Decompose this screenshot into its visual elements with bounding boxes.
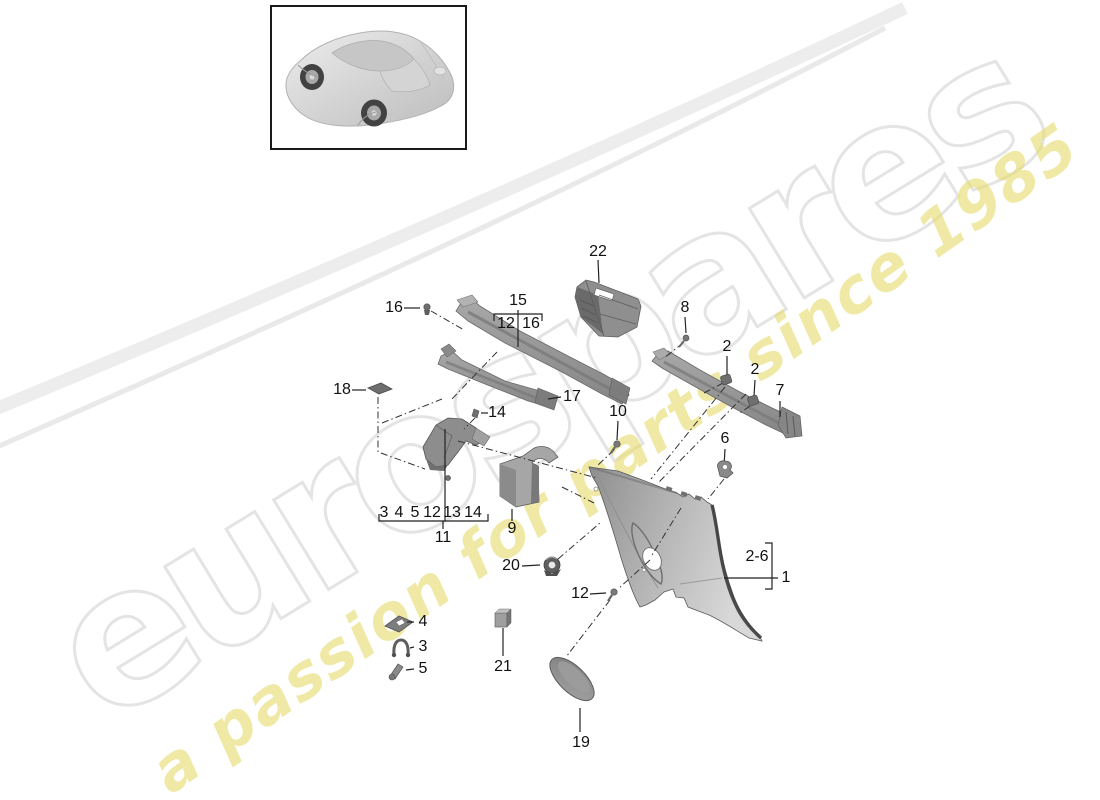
part-1-quarter-trim-panel — [588, 466, 763, 642]
vehicle-thumbnail — [270, 5, 467, 150]
part-16-clip — [423, 303, 431, 315]
part-13-screw — [445, 475, 451, 481]
part-9-bracket — [499, 446, 559, 508]
part-4-plate — [384, 615, 414, 633]
part-2-clip-a — [720, 373, 733, 386]
part-15-rail — [455, 294, 631, 405]
vehicle-illustration — [285, 30, 455, 127]
fasteners — [423, 303, 760, 602]
part-7-rail — [651, 347, 803, 439]
car-body — [285, 30, 455, 127]
part-14-pin — [471, 408, 480, 419]
part-18-plate — [367, 382, 393, 395]
part-12-screw-upper — [607, 588, 618, 602]
part-21-block — [494, 608, 512, 628]
assembly-lines — [377, 310, 751, 658]
part-6-clip — [717, 460, 734, 479]
part-17-rail — [437, 343, 559, 411]
part-10-screw — [610, 440, 621, 454]
leader-lines — [352, 259, 781, 732]
part-3-clamp — [391, 638, 411, 658]
part-20-clip — [543, 556, 561, 576]
part-8-screw — [678, 334, 690, 348]
part-2-clip-b — [747, 394, 760, 407]
part-11-bracket — [422, 417, 491, 471]
part-5-pin — [388, 663, 404, 681]
part-19-cover-pad — [549, 656, 595, 702]
part-22-support-bracket — [574, 279, 642, 338]
